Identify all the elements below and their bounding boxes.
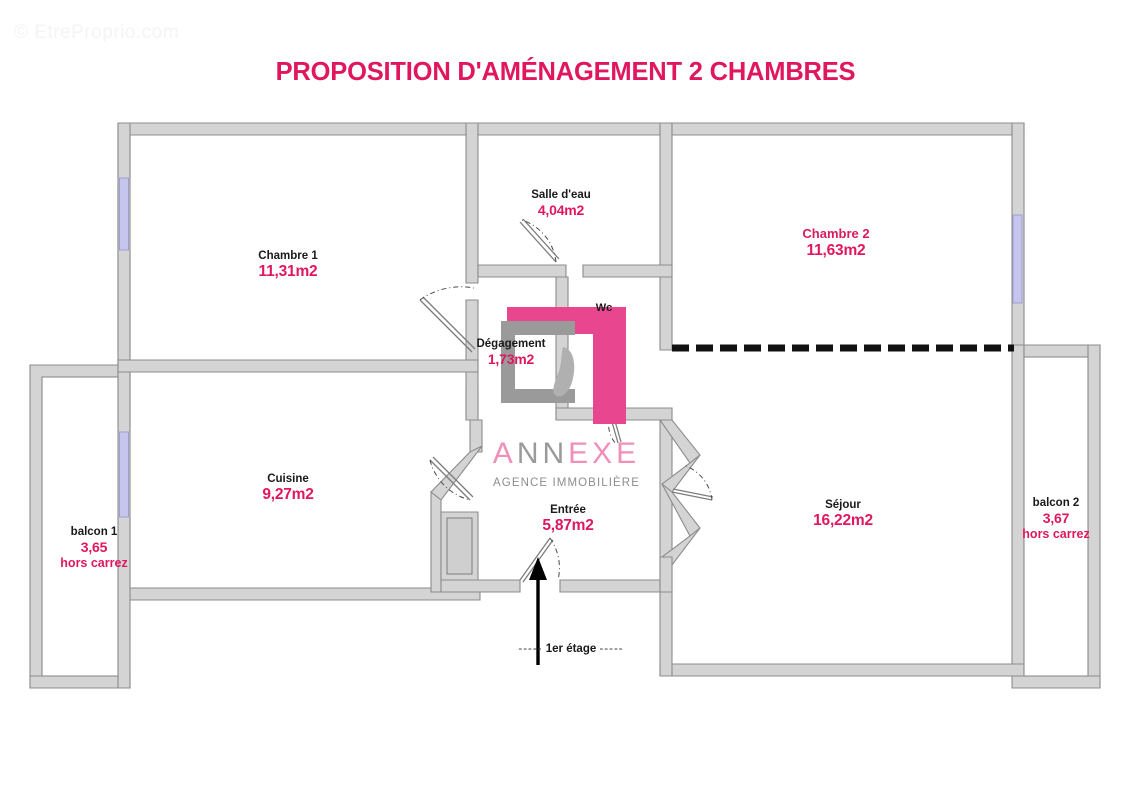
room-name: Chambre 2 xyxy=(802,226,870,241)
room-label-balcon2: balcon 2 3,67 hors carrez xyxy=(1022,496,1089,542)
room-name: Salle d'eau xyxy=(531,189,591,201)
room-label-balcon1: balcon 1 3,65 hors carrez xyxy=(60,525,127,571)
room-name: Dégagement xyxy=(476,338,546,350)
floor-level-annotation: ----- 1er étage ----- xyxy=(486,643,656,655)
room-name: balcon 1 xyxy=(70,526,118,538)
room-name: Séjour xyxy=(825,499,861,511)
room-label-entree: Entrée 5,87m2 xyxy=(542,503,594,536)
room-area: 4,04m2 xyxy=(537,202,585,219)
room-label-sejour: Séjour 16,22m2 xyxy=(813,498,873,531)
room-area: 9,27m2 xyxy=(262,486,314,504)
room-label-degagement: Dégagement 1,73m2 xyxy=(476,337,545,368)
watermark-text: © EtreProprio.com xyxy=(14,22,180,43)
dash-right: ----- xyxy=(599,643,624,655)
room-name: balcon 2 xyxy=(1032,497,1080,509)
room-name: Entrée xyxy=(550,504,586,516)
room-area: 1,73m2 xyxy=(487,351,535,368)
page-title: PROPOSITION D'AMÉNAGEMENT 2 CHAMBRES xyxy=(275,58,856,86)
room-area: 16,22m2 xyxy=(813,512,873,530)
room-area: 11,31m2 xyxy=(258,263,318,281)
room-label-salle-deau: Salle d'eau 4,04m2 xyxy=(531,188,591,219)
room-area: 3,65 xyxy=(80,539,108,556)
room-label-chambre1: Chambre 1 11,31m2 xyxy=(258,249,317,282)
room-area: 5,87m2 xyxy=(542,517,594,535)
dash-left: ----- xyxy=(518,643,543,655)
room-label-cuisine: Cuisine 9,27m2 xyxy=(262,472,314,505)
room-name: Chambre 1 xyxy=(258,250,318,262)
room-area: 11,63m2 xyxy=(806,241,866,259)
room-label-wc: Wc xyxy=(596,302,613,315)
room-label-chambre2: Chambre 2 11,63m2 xyxy=(802,226,869,261)
room-name: Wc xyxy=(595,302,613,314)
floor-level-label: 1er étage xyxy=(545,643,597,655)
room-note: hors carrez xyxy=(60,556,128,571)
room-name: Cuisine xyxy=(267,473,309,485)
room-note: hors carrez xyxy=(1022,527,1090,542)
room-area: 3,67 xyxy=(1042,510,1070,527)
